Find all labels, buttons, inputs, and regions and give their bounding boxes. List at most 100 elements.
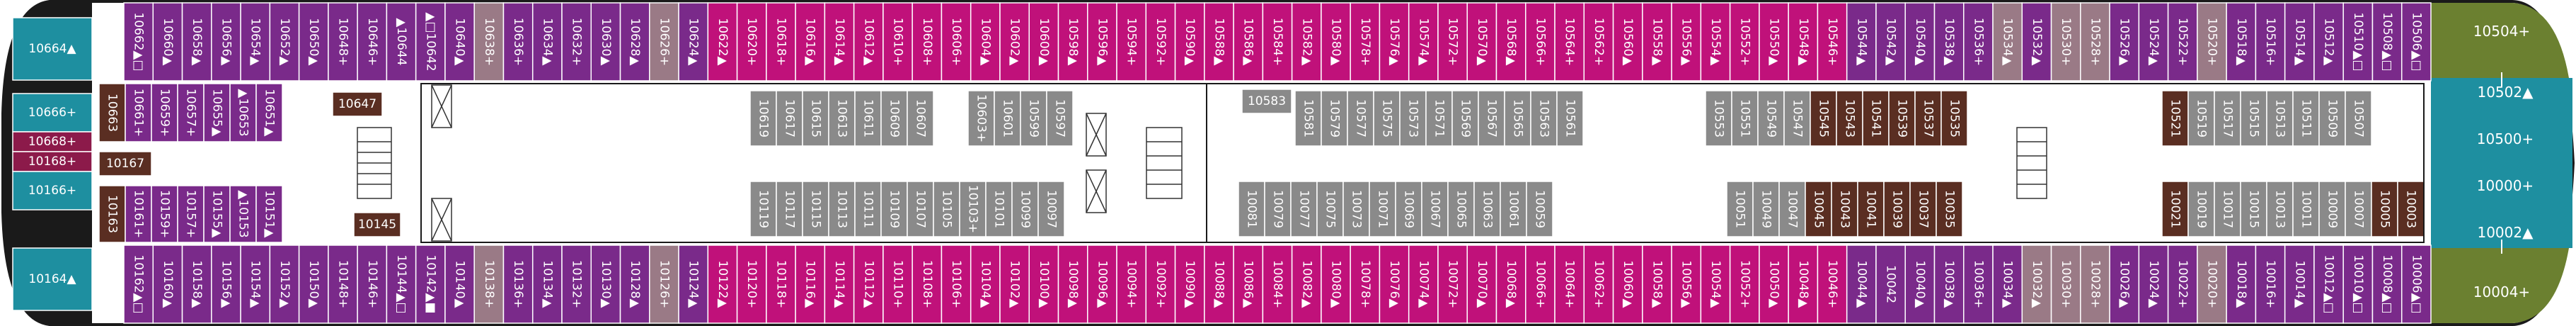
cabin-10047[interactable]: 10047 bbox=[1778, 181, 1806, 237]
bow-suite-10166[interactable]: 10166+ bbox=[12, 171, 93, 210]
cabin-10152[interactable]: 10152▲ bbox=[269, 244, 300, 324]
cabin-10513[interactable]: 10513 bbox=[2266, 90, 2294, 147]
cabin-10511[interactable]: 10511 bbox=[2292, 90, 2320, 147]
cabin-10108[interactable]: 10108+ bbox=[912, 244, 943, 324]
cabin-10590[interactable]: 10590▲ bbox=[1174, 2, 1205, 82]
cabin-10584[interactable]: 10584+ bbox=[1262, 2, 1293, 82]
cabin-10581[interactable]: 10581 bbox=[1294, 90, 1322, 147]
cabin-10658[interactable]: 10658▲ bbox=[181, 2, 212, 82]
cabin-10592[interactable]: 10592+ bbox=[1145, 2, 1176, 82]
cabin-10079[interactable]: 10079 bbox=[1264, 181, 1292, 237]
cabin-10019[interactable]: 10019 bbox=[2187, 181, 2215, 237]
cabin-10008[interactable]: 10008▲□ bbox=[2371, 244, 2403, 324]
cabin-10035[interactable]: 10035 bbox=[1936, 181, 1963, 237]
cabin-10104[interactable]: 10104▲ bbox=[970, 244, 1001, 324]
cabin-10647[interactable]: 10647 bbox=[332, 91, 383, 117]
cabin-10606[interactable]: 10606+ bbox=[941, 2, 972, 82]
bow-suite-10168[interactable]: 10168+ bbox=[12, 151, 93, 172]
cabin-10538[interactable]: 10538▲ bbox=[1933, 2, 1965, 82]
cabin-10601[interactable]: 10601 bbox=[994, 90, 1021, 147]
cabin-10564[interactable]: 10564+ bbox=[1554, 2, 1585, 82]
cabin-10549[interactable]: 10549 bbox=[1757, 90, 1785, 147]
cabin-10567[interactable]: 10567 bbox=[1478, 90, 1505, 147]
cabin-10654[interactable]: 10654▲ bbox=[240, 2, 271, 82]
cabin-10638[interactable]: 10638+ bbox=[473, 2, 505, 82]
cabin-10550[interactable]: 10550▲ bbox=[1759, 2, 1789, 82]
cabin-10117[interactable]: 10117 bbox=[776, 181, 803, 237]
cabin-10067[interactable]: 10067 bbox=[1421, 181, 1449, 237]
cabin-10524[interactable]: 10524▲ bbox=[2138, 2, 2169, 82]
cabin-10540[interactable]: 10540▲ bbox=[1904, 2, 1936, 82]
cabin-10628[interactable]: 10628▲ bbox=[619, 2, 650, 82]
cabin-10617[interactable]: 10617 bbox=[776, 90, 803, 147]
cabin-10062[interactable]: 10062+ bbox=[1583, 244, 1614, 324]
cabin-10516[interactable]: 10516+ bbox=[2255, 2, 2286, 82]
cabin-10020[interactable]: 10020+ bbox=[2197, 244, 2227, 324]
cabin-10580[interactable]: 10580▲ bbox=[1321, 2, 1351, 82]
cabin-10611[interactable]: 10611 bbox=[854, 90, 882, 147]
cabin-10144[interactable]: 10144▲□ bbox=[386, 244, 417, 324]
cabin-10034[interactable]: 10034▲ bbox=[1992, 244, 2023, 324]
cabin-10111[interactable]: 10111 bbox=[854, 181, 882, 237]
cabin-10597[interactable]: 10597 bbox=[1046, 90, 1074, 147]
cabin-10097[interactable]: 10097 bbox=[1037, 181, 1065, 237]
aft-suite-10004[interactable]: 10004+ bbox=[2473, 283, 2530, 300]
cabin-10021[interactable]: 10021 bbox=[2161, 181, 2189, 237]
cabin-10528[interactable]: 10528+ bbox=[2080, 2, 2110, 82]
cabin-10604[interactable]: 10604▲ bbox=[970, 2, 1001, 82]
cabin-10115[interactable]: 10115 bbox=[802, 181, 829, 237]
cabin-10018[interactable]: 10018▲ bbox=[2226, 244, 2257, 324]
cabin-10038[interactable]: 10038▲ bbox=[1933, 244, 1965, 324]
cabin-10548[interactable]: 10548▲ bbox=[1788, 2, 1819, 82]
cabin-10659[interactable]: 10659+ bbox=[151, 83, 178, 142]
cabin-10160[interactable]: 10160▲ bbox=[152, 244, 183, 324]
cabin-10508[interactable]: 10508▲□ bbox=[2371, 2, 2403, 82]
cabin-10112[interactable]: 10112▲ bbox=[853, 244, 884, 324]
cabin-10075[interactable]: 10075 bbox=[1316, 181, 1344, 237]
cabin-10655[interactable]: 10655▲ bbox=[203, 83, 231, 142]
cabin-10556[interactable]: 10556▲ bbox=[1671, 2, 1702, 82]
cabin-10634[interactable]: 10634▲ bbox=[531, 2, 563, 82]
cabin-10074[interactable]: 10074▲ bbox=[1408, 244, 1439, 324]
cabin-10653[interactable]: ▲10653 bbox=[229, 83, 257, 142]
cabin-10015[interactable]: 10015 bbox=[2240, 181, 2267, 237]
cabin-10009[interactable]: 10009 bbox=[2318, 181, 2346, 237]
cabin-10598[interactable]: 10598▲ bbox=[1057, 2, 1088, 82]
cabin-10509[interactable]: 10509 bbox=[2318, 90, 2346, 147]
cabin-10554[interactable]: 10554▲ bbox=[1700, 2, 1731, 82]
cabin-10049[interactable]: 10049 bbox=[1752, 181, 1780, 237]
cabin-10563[interactable]: 10563 bbox=[1530, 90, 1558, 147]
cabin-10568[interactable]: 10568▲ bbox=[1495, 2, 1526, 82]
cabin-10609[interactable]: 10609 bbox=[880, 90, 908, 147]
cabin-10122[interactable]: 10122▲ bbox=[707, 244, 738, 324]
cabin-10010[interactable]: 10010▲□ bbox=[2342, 244, 2374, 324]
cabin-10155[interactable]: 10155▲ bbox=[203, 185, 231, 243]
cabin-10028[interactable]: 10028+ bbox=[2080, 244, 2110, 324]
cabin-10600[interactable]: 10600▲ bbox=[1028, 2, 1059, 82]
cabin-10119[interactable]: 10119 bbox=[749, 181, 777, 237]
cabin-10012[interactable]: 10012▲□ bbox=[2313, 244, 2344, 324]
cabin-10577[interactable]: 10577 bbox=[1347, 90, 1374, 147]
cabin-10522[interactable]: 10522+ bbox=[2167, 2, 2198, 82]
cabin-10560[interactable]: 10560▲ bbox=[1612, 2, 1643, 82]
cabin-10107[interactable]: 10107 bbox=[907, 181, 934, 237]
cabin-10013[interactable]: 10013 bbox=[2266, 181, 2294, 237]
cabin-10110[interactable]: 10110+ bbox=[882, 244, 913, 324]
cabin-10092[interactable]: 10092+ bbox=[1145, 244, 1176, 324]
cabin-10536[interactable]: 10536+ bbox=[1962, 2, 1994, 82]
cabin-10061[interactable]: 10061 bbox=[1500, 181, 1527, 237]
cabin-10150[interactable]: 10150▲ bbox=[298, 244, 329, 324]
aft-suite-10002[interactable]: 10002▲ bbox=[2477, 224, 2534, 241]
cabin-10042[interactable]: 10042 bbox=[1875, 244, 1906, 324]
cabin-10539[interactable]: 10539 bbox=[1888, 90, 1916, 147]
cabin-10016[interactable]: 10016+ bbox=[2255, 244, 2286, 324]
cabin-10102[interactable]: 10102▲ bbox=[999, 244, 1030, 324]
cabin-10064[interactable]: 10064+ bbox=[1554, 244, 1585, 324]
cabin-10003[interactable]: 10003 bbox=[2397, 181, 2425, 237]
cabin-10070[interactable]: 10070▲ bbox=[1466, 244, 1497, 324]
cabin-10510[interactable]: 10510▲□ bbox=[2342, 2, 2374, 82]
cabin-10517[interactable]: 10517 bbox=[2214, 90, 2241, 147]
cabin-10573[interactable]: 10573 bbox=[1399, 90, 1427, 147]
cabin-10099[interactable]: 10099 bbox=[1011, 181, 1039, 237]
cabin-10118[interactable]: 10118+ bbox=[766, 244, 796, 324]
